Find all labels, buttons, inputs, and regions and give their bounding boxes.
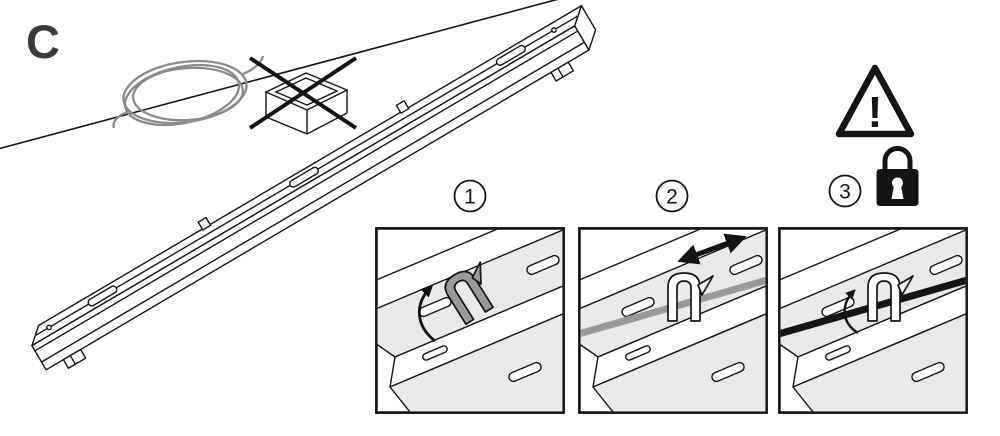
warning-triangle-icon: !	[835, 64, 915, 138]
luminaire-mounting-slots	[87, 44, 526, 307]
fixture-front-face	[389, 285, 563, 388]
mounting-slot	[508, 361, 542, 383]
lock-arrow-icon	[843, 289, 859, 335]
step-2-badge: 2	[655, 179, 689, 213]
cross-out-x-icon	[248, 56, 358, 130]
cable-clip	[667, 272, 714, 322]
luminaire-cable-clips	[197, 99, 410, 231]
mounting-slot	[911, 361, 945, 383]
rotate-open-arrow-icon	[417, 285, 436, 343]
exclamation-mark: !	[868, 88, 883, 137]
mounting-slot	[621, 296, 655, 318]
section-label: C	[26, 15, 60, 68]
step-1-panel	[375, 227, 565, 414]
step-2-number: 2	[666, 186, 678, 209]
fixture-top-surface	[377, 229, 563, 358]
mounting-slot	[526, 254, 560, 276]
luminaire-mounting-brackets	[62, 61, 575, 369]
step-2-panel	[578, 227, 768, 414]
fixture-lower-surface	[792, 313, 966, 412]
luminaire-illustration	[31, 5, 597, 371]
fixture-front-face	[792, 285, 966, 388]
mounting-slot	[929, 254, 963, 276]
crossed-out-box-icon	[248, 56, 358, 135]
step-3-number: 3	[839, 181, 851, 204]
fixture-front-face	[592, 285, 766, 388]
cable-clip	[867, 272, 914, 322]
step-1-badge: 1	[453, 179, 487, 213]
mounting-slot	[625, 345, 651, 361]
slide-arrow-icon	[677, 233, 747, 265]
mounting-slot	[825, 345, 851, 361]
suspension-cable-line	[0, 0, 559, 150]
step-3-badge: 3	[828, 174, 862, 208]
step-3-panel	[778, 227, 968, 414]
fixture-lower-surface	[592, 313, 766, 412]
mounting-slot	[711, 361, 745, 383]
fixture-lower-surface	[389, 313, 563, 412]
cable-clip	[444, 261, 494, 326]
coiled-cable-icon	[112, 55, 265, 129]
padlock-icon	[876, 146, 919, 206]
step-1-number: 1	[464, 186, 476, 209]
mounting-slot	[422, 345, 448, 361]
